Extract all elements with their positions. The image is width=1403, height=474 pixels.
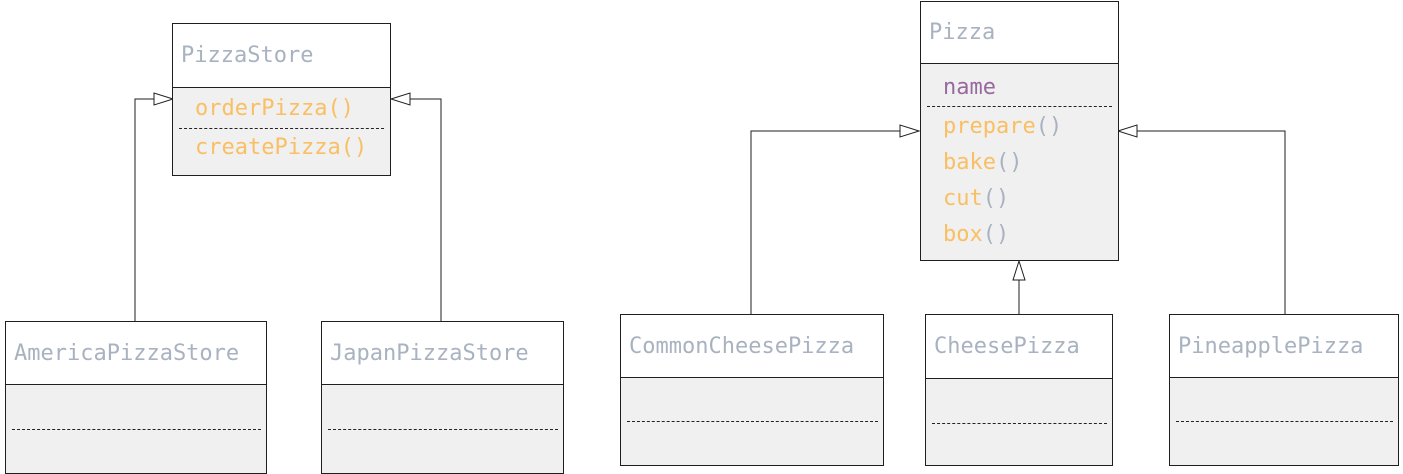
japan-to-store-line <box>410 98 442 321</box>
pineapple-to-pizza-line <box>1137 130 1286 314</box>
section-divider <box>627 421 878 422</box>
common-cheese-to-pizza-line <box>750 130 900 314</box>
class-body: name prepare() bake() cut() box() <box>921 64 1118 260</box>
section-divider <box>328 429 558 430</box>
class-body <box>926 379 1112 465</box>
section-divider <box>927 106 1112 107</box>
class-name: Pizza <box>921 2 1118 64</box>
pizza-store-class[interactable]: PizzaStore orderPizza() createPizza() <box>172 23 391 176</box>
field-name: name <box>943 75 996 100</box>
generalization-arrow-icon <box>389 92 411 106</box>
pizza-class[interactable]: Pizza name prepare() bake() cut() box() <box>920 1 1119 261</box>
section-divider <box>932 423 1107 424</box>
method-bake: bake() <box>943 150 1023 175</box>
method-box: box() <box>943 222 1010 247</box>
cheese-pizza-class[interactable]: CheesePizza <box>925 314 1113 466</box>
america-pizza-store-class[interactable]: AmericaPizzaStore <box>5 321 267 474</box>
method-prepare: prepare() <box>943 114 1063 139</box>
pineapple-pizza-class[interactable]: PineapplePizza <box>1169 314 1399 466</box>
class-name: PizzaStore <box>173 24 390 88</box>
class-name: CheesePizza <box>926 315 1112 379</box>
class-name: AmericaPizzaStore <box>6 322 266 385</box>
section-divider <box>179 128 384 129</box>
generalization-arrow-icon <box>1116 124 1138 138</box>
common-cheese-pizza-class[interactable]: CommonCheesePizza <box>620 314 884 466</box>
class-body <box>621 378 883 465</box>
generalization-arrow-icon <box>899 124 921 138</box>
class-body <box>1170 378 1398 465</box>
generalization-arrow-icon <box>153 92 175 106</box>
japan-pizza-store-class[interactable]: JapanPizzaStore <box>321 321 564 474</box>
class-body <box>6 385 266 473</box>
class-name: CommonCheesePizza <box>621 315 883 378</box>
class-name: PineapplePizza <box>1170 315 1398 378</box>
class-name: JapanPizzaStore <box>322 322 563 385</box>
generalization-arrow-icon <box>1012 259 1026 281</box>
method-order-pizza: orderPizza() <box>195 96 354 121</box>
class-body: orderPizza() createPizza() <box>173 88 390 175</box>
method-create-pizza: createPizza() <box>195 135 368 160</box>
america-to-store-line <box>134 98 154 321</box>
class-body <box>322 385 563 473</box>
section-divider <box>12 429 261 430</box>
method-cut: cut() <box>943 186 1010 211</box>
section-divider <box>1176 421 1393 422</box>
